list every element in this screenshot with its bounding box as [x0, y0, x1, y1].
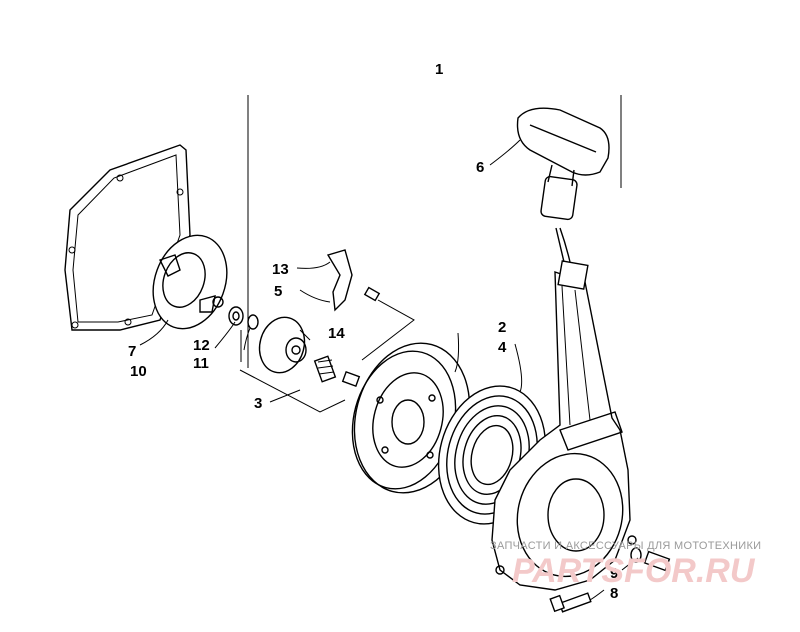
- label-1: 1: [435, 61, 443, 78]
- watermark: ЗАПЧАСТИ И АКСЕССУАРЫ ДЛЯ МОТОТЕХНИКИ PA…: [490, 540, 761, 590]
- label-5: 5: [274, 283, 282, 300]
- label-7: 7: [128, 343, 136, 360]
- part-labels: 1 2 4 3 5 6 7 10 11 12 13 14 9 8: [128, 61, 618, 602]
- starter-housing: [491, 260, 637, 591]
- callout-leaders: [139, 139, 639, 601]
- pawl-spring: [313, 355, 337, 383]
- ratchet-bushing: [228, 306, 244, 326]
- label-6: 6: [476, 159, 484, 176]
- friction-plate: [258, 316, 307, 374]
- label-14: 14: [328, 325, 345, 342]
- spring-pins: [341, 286, 381, 387]
- label-4: 4: [498, 339, 507, 356]
- ratchet-plate: [152, 234, 228, 330]
- ratchet-pawl: [326, 249, 353, 312]
- label-13: 13: [272, 261, 289, 278]
- mounting-bolt: [549, 592, 592, 613]
- label-8: 8: [610, 585, 618, 602]
- washer: [247, 314, 259, 330]
- starter-rope: [555, 227, 571, 263]
- label-10: 10: [130, 363, 147, 380]
- label-12: 12: [193, 337, 210, 354]
- watermark-logo: PARTSFOR.RU: [512, 552, 756, 590]
- mounting-bolt-washer: [630, 547, 671, 572]
- label-11: 11: [193, 355, 209, 372]
- starter-handle: [516, 107, 610, 221]
- label-3: 3: [254, 395, 262, 412]
- leader-lines: [239, 299, 415, 413]
- label-2: 2: [498, 319, 506, 336]
- label-9: 9: [610, 565, 618, 582]
- watermark-caption: ЗАПЧАСТИ И АКСЕССУАРЫ ДЛЯ МОТОТЕХНИКИ: [490, 540, 761, 552]
